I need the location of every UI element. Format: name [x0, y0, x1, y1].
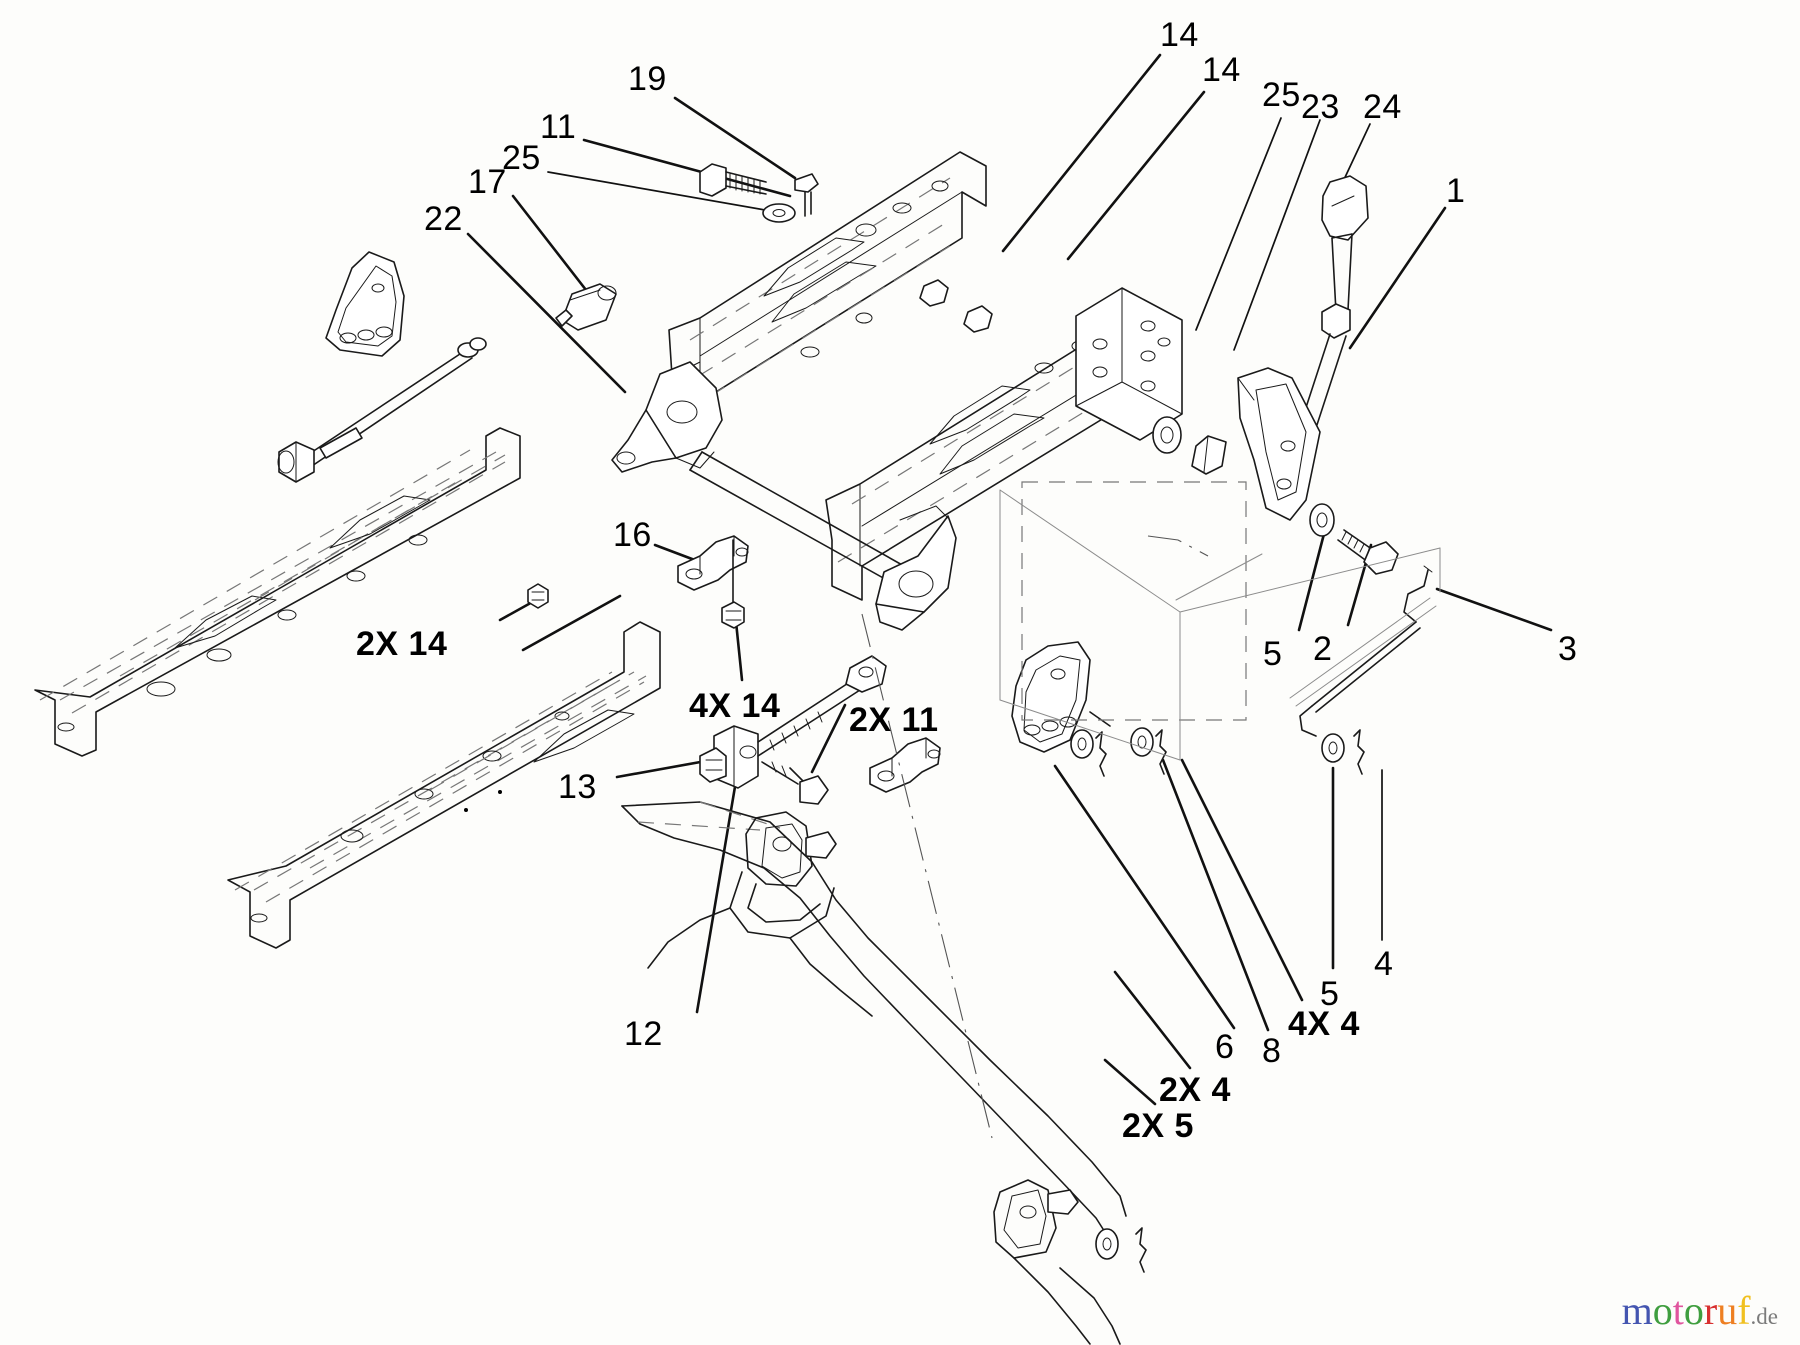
watermark-tld: .de: [1750, 1304, 1778, 1329]
left-frame-rails: [34, 427, 661, 949]
turnbuckle-13: [699, 655, 887, 805]
motoruf-watermark: motoruf.de: [1622, 1291, 1778, 1331]
shift-lever-assembly: [1152, 175, 1399, 575]
deck-chassis-panel: [621, 613, 1147, 1345]
callout-label-2x-5: 2X 5: [1122, 1107, 1194, 1145]
clamp-16: [677, 535, 749, 591]
callout-label-19: 19: [628, 60, 667, 98]
hardware-top-left: [555, 163, 993, 333]
callout-label-2x-4: 2X 4: [1159, 1071, 1231, 1109]
panel-guides: [999, 489, 1441, 761]
callout-label-2x-11: 2X 11: [849, 701, 939, 739]
callout-label-25: 25: [502, 139, 541, 177]
callout-label-12: 12: [624, 1015, 663, 1053]
callout-label-2: 2: [1313, 630, 1333, 668]
callout-label-8: 8: [1262, 1032, 1282, 1070]
watermark-letter: u: [1717, 1288, 1738, 1333]
callout-label-22: 22: [424, 200, 463, 238]
watermark-letter: t: [1672, 1288, 1684, 1333]
callout-label-25: 25: [1262, 76, 1301, 114]
callout-label-5: 5: [1263, 635, 1283, 673]
callout-label-4x-4: 4X 4: [1288, 1005, 1360, 1043]
callout-label-24: 24: [1363, 88, 1402, 126]
callout-label-1: 1: [1446, 172, 1466, 210]
callout-label-14: 14: [1160, 16, 1199, 54]
cross-shaft-and-pivot-arms: [611, 361, 957, 631]
nuts-14: [527, 539, 745, 629]
bent-rod-3: [1299, 565, 1433, 737]
callout-label-3: 3: [1558, 630, 1578, 668]
callout-label-4: 4: [1374, 945, 1394, 983]
lift-arm-bracket-22: [277, 251, 487, 483]
right-frame-beam: [825, 287, 1183, 601]
callout-label-23: 23: [1301, 88, 1340, 126]
callout-label-14: 14: [1202, 51, 1241, 89]
watermark-letter: o: [1683, 1288, 1704, 1333]
callout-label-5: 5: [1320, 975, 1340, 1013]
callout-label-16: 16: [613, 516, 652, 554]
callout-label-4x-14: 4X 14: [689, 687, 781, 725]
callout-label-11: 11: [540, 108, 577, 146]
watermark-letter: f: [1737, 1288, 1751, 1333]
watermark-letter: r: [1703, 1288, 1718, 1333]
callout-label-13: 13: [558, 768, 597, 806]
callout-label-17: 17: [468, 163, 507, 201]
callout-label-6: 6: [1215, 1028, 1235, 1066]
clamp-2x11: [869, 737, 941, 793]
watermark-letter: m: [1621, 1288, 1653, 1333]
leader-lines: [466, 53, 1553, 1106]
watermark-letter: o: [1652, 1288, 1673, 1333]
callout-label-2x-14: 2X 14: [356, 625, 448, 663]
